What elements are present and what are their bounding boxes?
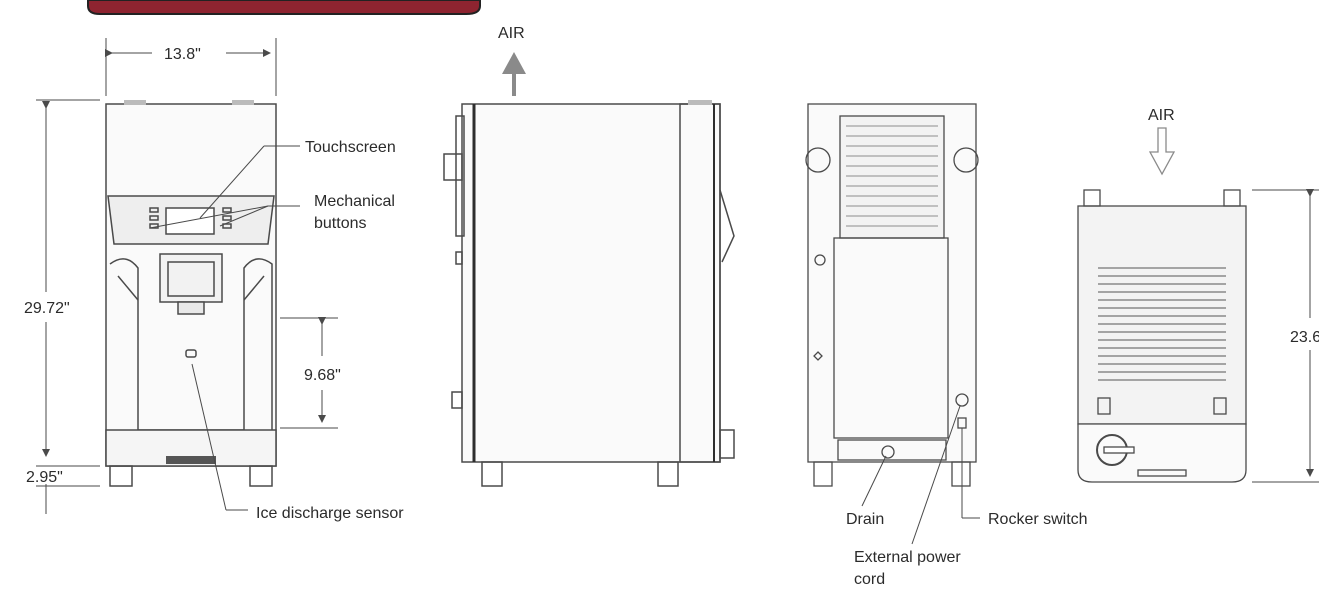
bin-height-dimension: 23.6 <box>1290 329 1319 346</box>
touchscreen-label: Touchscreen <box>305 139 396 156</box>
bin-view <box>1077 127 1247 483</box>
header-tab <box>87 0 481 15</box>
rear-view <box>805 103 979 487</box>
foot-height-dimension: 2.95" <box>26 469 63 486</box>
ice-sensor-icon <box>185 349 197 358</box>
power-cord-label-line2: cord <box>854 571 885 588</box>
rocker-switch-label: Rocker switch <box>988 511 1088 528</box>
front-text: 13.8" 29.72" 9.68" 2.95" Touchscreen Mec… <box>24 46 404 522</box>
width-dimension: 13.8" <box>164 46 201 63</box>
height-dimension: 29.72" <box>24 300 70 317</box>
power-cord-label-line1: External power <box>854 549 961 566</box>
front-dimensions <box>36 38 338 514</box>
power-cord-icon <box>955 393 969 407</box>
bin-vents <box>1098 267 1226 381</box>
drain-label: Drain <box>846 511 884 528</box>
rear-callouts <box>861 405 980 545</box>
drain-icon <box>881 445 895 459</box>
air-label-bin: AIR <box>1148 107 1175 124</box>
air-label-top: AIR <box>498 25 525 42</box>
dispense-height-dimension: 9.68" <box>304 367 341 384</box>
air-down-arrow <box>1148 127 1176 176</box>
mechanical-label-line2: buttons <box>314 215 366 232</box>
side-view <box>443 52 735 487</box>
air-up-arrow <box>502 52 526 96</box>
bin-dimension <box>1252 189 1319 483</box>
ice-discharge-label: Ice discharge sensor <box>256 505 404 522</box>
mechanical-label-line1: Mechanical <box>314 193 395 210</box>
mechanical-buttons-right <box>222 207 232 229</box>
front-view <box>105 100 277 487</box>
rear-text: Drain Rocker switch External power cord <box>846 511 1088 588</box>
rear-grille <box>846 125 938 227</box>
